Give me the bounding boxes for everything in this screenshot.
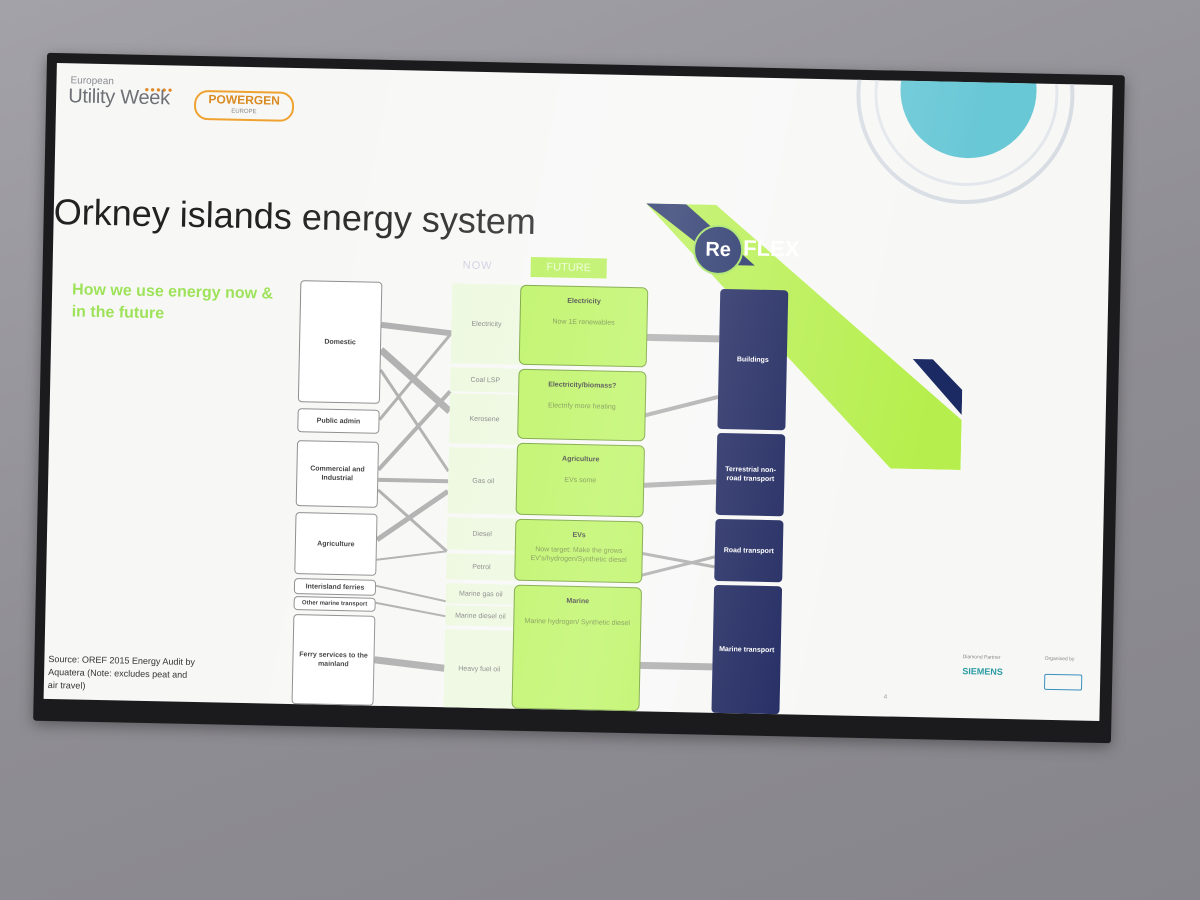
source-note: Source: OREF 2015 Energy Audit by Aquate… xyxy=(48,653,199,695)
future-agriculture-note: EVs some xyxy=(564,476,596,486)
fuel-marine-diesel-oil: Marine diesel oil xyxy=(445,605,515,626)
fuel-gas-oil: Gas oil xyxy=(448,447,519,514)
flow-line xyxy=(379,332,451,421)
sector-commercial: Commercial and Industrial xyxy=(296,440,379,508)
fuel-diesel: Diesel xyxy=(447,517,518,550)
fuel-kerosene: Kerosene xyxy=(449,393,520,444)
sector-other-marine: Other marine transport xyxy=(293,596,375,612)
enduse-buildings: Buildings xyxy=(717,289,788,430)
future-marine-note: Marine hydrogen/ Synthetic diesel xyxy=(524,617,630,628)
flow-line xyxy=(375,603,445,616)
flow-line xyxy=(381,325,451,333)
sponsor-label: Diamond Partner xyxy=(963,654,1001,661)
fuel-petrol: Petrol xyxy=(446,553,517,580)
flow-line xyxy=(646,337,719,339)
future-agriculture-title: Agriculture xyxy=(562,455,600,465)
sector-public-admin: Public admin xyxy=(297,408,379,434)
future-electricity-title: Electricity xyxy=(567,297,601,307)
fuel-marine-gas-oil: Marine gas oil xyxy=(446,583,516,604)
flow-line xyxy=(374,660,444,668)
sector-agriculture: Agriculture xyxy=(294,512,377,576)
future-biomass-note: Electrify more heating xyxy=(548,401,616,411)
flow-line xyxy=(639,665,712,667)
future-electricity: Electricity Now 1E renewables xyxy=(519,285,649,368)
future-biomass: Electricity/biomass? Electrify more heat… xyxy=(517,369,646,442)
flow-line xyxy=(643,480,716,487)
enduse-terrestrial: Terrestrial non-road transport xyxy=(716,433,786,516)
fuel-electricity: Electricity xyxy=(451,283,523,364)
future-marine: Marine Marine hydrogen/ Synthetic diesel xyxy=(511,585,642,712)
future-electricity-note: Now 1E renewables xyxy=(552,317,614,327)
slide: European ●●●●● Utility Week POWERGEN EUR… xyxy=(44,63,1113,721)
sector-ferry-mainland: Ferry services to the mainland xyxy=(292,614,376,706)
flow-line xyxy=(645,395,718,417)
future-evs-note: Now target: Make the grows EV's/hydrogen… xyxy=(518,545,640,566)
flow-line xyxy=(376,586,446,601)
enduse-marine-transport: Marine transport xyxy=(711,585,782,714)
organiser-logo-icon xyxy=(1044,674,1082,691)
future-evs-title: EVs xyxy=(572,531,585,540)
siemens-logo: SIEMENS xyxy=(962,666,1003,677)
flow-line xyxy=(377,550,447,561)
tv-frame: European ●●●●● Utility Week POWERGEN EUR… xyxy=(33,53,1125,743)
fuel-heavy-fuel-oil: Heavy fuel oil xyxy=(443,629,515,708)
page-number: 4 xyxy=(884,694,887,700)
sector-domestic: Domestic xyxy=(298,280,383,404)
enduse-road-transport: Road transport xyxy=(714,519,783,582)
future-marine-title: Marine xyxy=(566,597,589,606)
fuel-coal: Coal LSP xyxy=(450,367,520,392)
organiser-label: Organised by xyxy=(1045,656,1075,663)
future-agriculture: Agriculture EVs some xyxy=(516,443,645,518)
flow-line xyxy=(378,480,448,481)
sector-interisland-ferries: Interisland ferries xyxy=(294,578,376,596)
future-biomass-title: Electricity/biomass? xyxy=(548,380,616,390)
future-evs: EVs Now target: Make the grows EV's/hydr… xyxy=(514,519,643,584)
